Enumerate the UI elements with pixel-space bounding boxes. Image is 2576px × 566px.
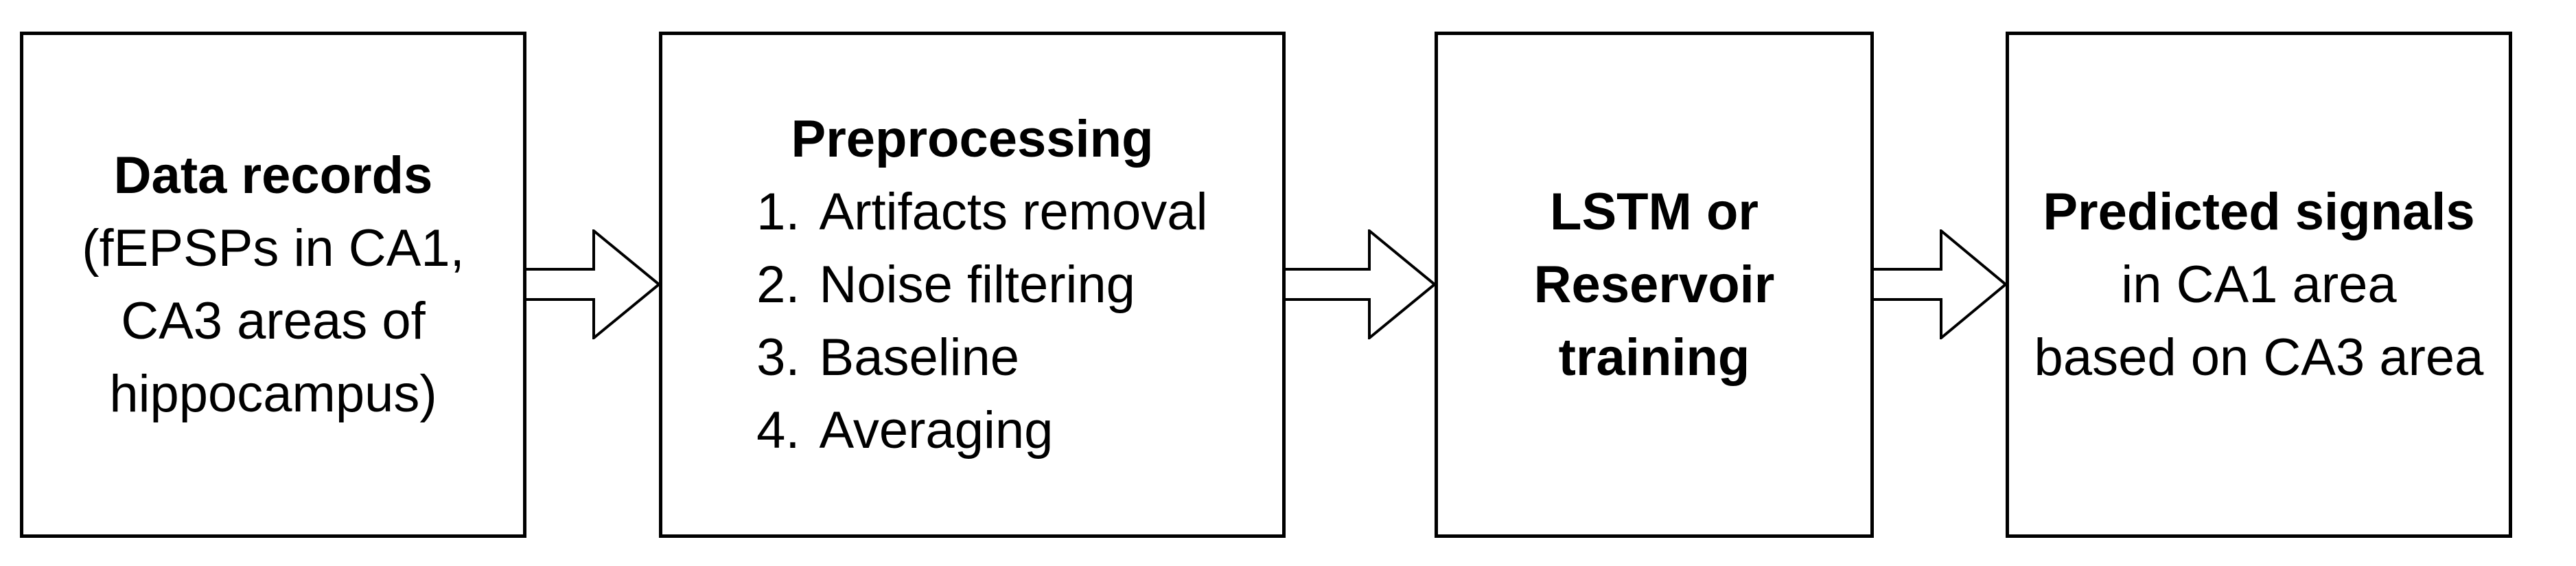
step-label: Baseline [819,328,1020,387]
step-number: 2. [756,255,800,314]
training-box: LSTM or Reservoir training [1435,32,1874,538]
preprocessing-steps-list: 1. Artifacts removal 2. Noise filtering … [737,176,1208,467]
preprocessing-step: 1. Artifacts removal [737,176,1208,249]
step-label: Noise filtering [819,255,1135,314]
training-title-line-1: LSTM or [1550,182,1759,241]
predicted-signals-line-2: based on CA3 area [2034,328,2484,387]
step-label: Artifacts removal [819,182,1208,241]
preprocessing-box: Preprocessing 1. Artifacts removal 2. No… [659,32,1286,538]
data-records-line-1: (fEPSPs in CA1, [82,218,465,278]
predicted-signals-title: Predicted signals [2043,182,2475,241]
data-records-line-2: CA3 areas of [121,291,426,350]
preprocessing-step: 2. Noise filtering [737,249,1208,321]
training-title-line-2: Reservoir [1533,255,1775,314]
predicted-signals-box: Predicted signals in CA1 area based on C… [2006,32,2512,538]
flow-arrow-1 [525,229,660,339]
flow-arrow-2 [1284,229,1436,339]
step-number: 1. [756,182,800,241]
data-records-title: Data records [113,146,433,205]
predicted-signals-line-1: in CA1 area [2121,255,2397,314]
step-number: 3. [756,328,800,387]
training-title-line-3: training [1558,328,1750,387]
flow-arrow-3 [1872,229,2007,339]
preprocessing-step: 4. Averaging [737,394,1208,467]
data-records-box: Data records (fEPSPs in CA1, CA3 areas o… [20,32,526,538]
data-records-line-3: hippocampus) [109,364,437,423]
step-number: 4. [756,400,800,460]
preprocessing-title: Preprocessing [791,109,1154,168]
preprocessing-step: 3. Baseline [737,321,1208,394]
step-label: Averaging [819,400,1054,460]
